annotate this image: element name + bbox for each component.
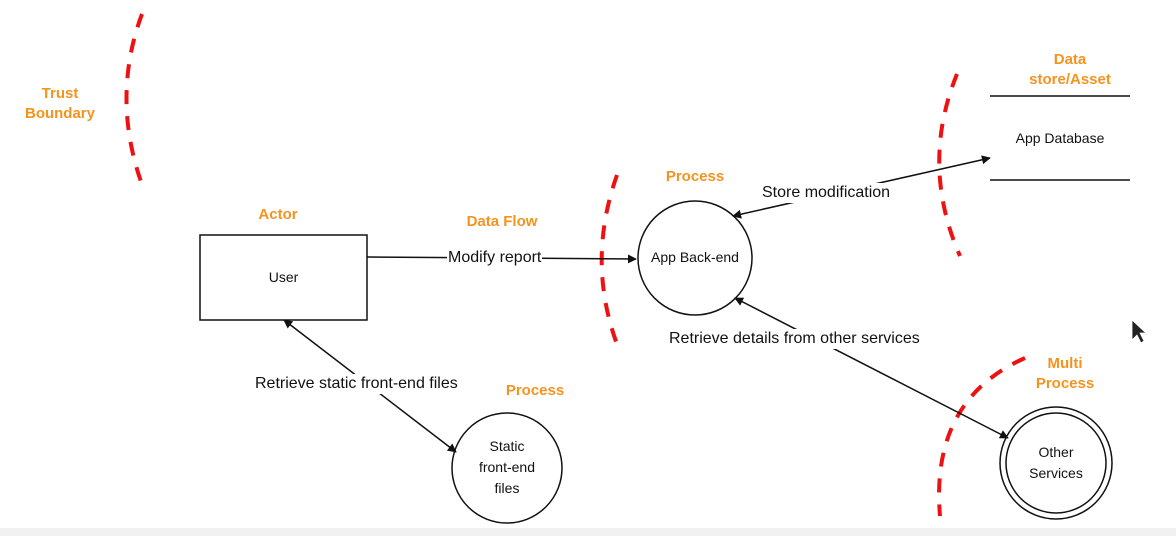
store-modification-label: Store modification: [761, 183, 892, 203]
retrieve-details-arrow: [734, 297, 1009, 439]
trust-boundary-label-line1: Trust: [41, 85, 79, 102]
app-backend-label: App Back-end: [651, 249, 739, 265]
data-flow-label: Data Flow: [466, 213, 538, 230]
footer-strip: [0, 528, 1176, 536]
trust-boundary-label: Trust Boundary: [10, 84, 110, 124]
process-backend-label: Process: [665, 168, 725, 185]
process-static-label: Process: [505, 382, 565, 399]
modify-report-label: Modify report: [447, 248, 543, 268]
other-services-label: Other Services: [1006, 442, 1106, 484]
static-files-label-line3: files: [494, 480, 520, 496]
app-database-label: App Database: [1015, 130, 1105, 146]
data-store-label-line2: store/Asset: [1029, 71, 1111, 88]
trust-boundary-backend-arc: [599, 174, 622, 353]
other-services-label-line1: Other: [1038, 444, 1074, 460]
other-services-outer: [999, 406, 1113, 520]
data-store-label-line1: Data: [1053, 51, 1087, 68]
static-files-label-line2: front-end: [478, 459, 536, 475]
user-label: User: [268, 269, 299, 285]
static-files-label: Static front-end files: [452, 436, 562, 499]
trust-boundary-label-line2: Boundary: [24, 105, 95, 122]
other-services-inner: [1005, 412, 1107, 514]
trust-boundary-services-arc: [937, 356, 1026, 517]
multi-process-label: Multi Process: [1025, 354, 1105, 394]
retrieve-static-label: Retrieve static front-end files: [254, 374, 459, 394]
multi-process-label-line1: Multi: [1047, 355, 1083, 372]
retrieve-details-label: Retrieve details from other services: [668, 329, 921, 349]
actor-label: Actor: [258, 206, 298, 223]
trust-boundary-legend-arc: [124, 13, 146, 191]
static-files-process: [451, 412, 563, 524]
trust-boundary-datastore-arc: [937, 73, 962, 257]
data-store-label: Data store/Asset: [1015, 50, 1125, 90]
static-files-label-line1: Static: [489, 438, 525, 454]
other-services-label-line2: Services: [1029, 465, 1083, 481]
mouse-cursor-icon: [1131, 319, 1148, 344]
app-backend-process: [637, 200, 753, 316]
multi-process-label-line2: Process: [1035, 375, 1095, 392]
